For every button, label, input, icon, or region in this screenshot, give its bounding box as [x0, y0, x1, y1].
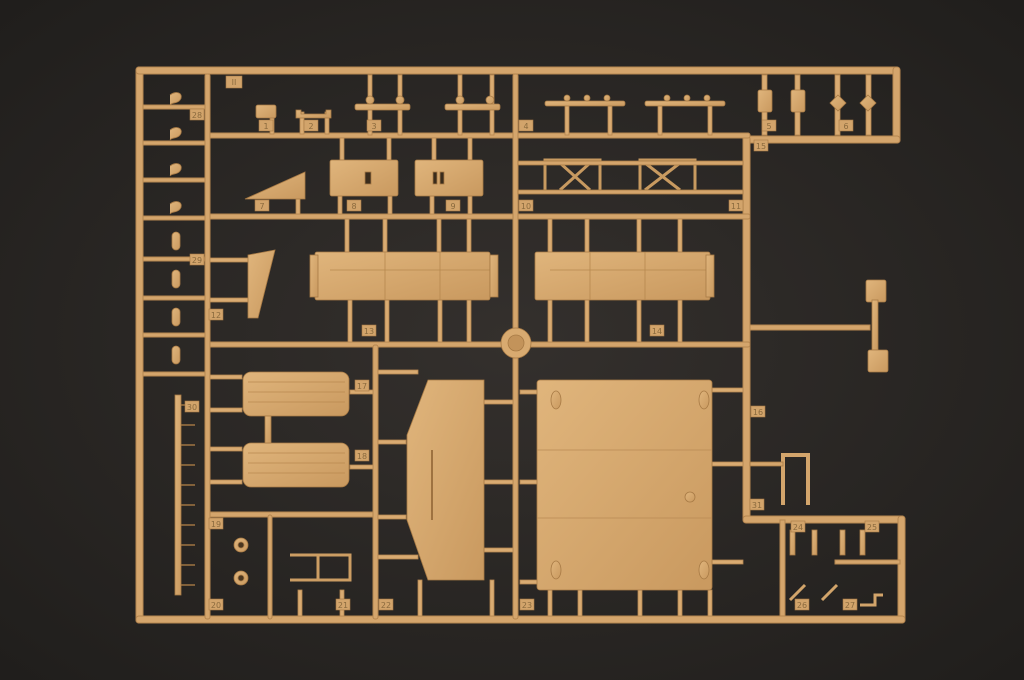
parts-lower-right	[749, 453, 883, 607]
part-number-26: 26	[797, 601, 807, 610]
parts-lower-left	[174, 371, 713, 596]
part-number-15: 15	[756, 142, 766, 151]
part-tag-box	[750, 405, 766, 418]
part-number-6: 6	[843, 122, 848, 131]
part-tag-box	[518, 119, 534, 132]
part-number-2: 2	[308, 122, 313, 131]
part-tag-box	[335, 598, 351, 611]
part-number-7: 7	[259, 202, 264, 211]
part-tag-box	[378, 598, 394, 611]
part-tag-box	[649, 324, 665, 337]
part-tag-box	[794, 598, 810, 611]
part-tag-box	[346, 199, 362, 212]
part-tag-box	[790, 520, 806, 533]
part-tag-box	[258, 119, 274, 132]
part-number-9: 9	[450, 202, 455, 211]
part-number-24: 24	[793, 523, 803, 532]
part-number-25: 25	[867, 523, 877, 532]
part-number-11: 11	[731, 202, 741, 211]
part-tag-box	[728, 199, 744, 212]
part-tag-box	[254, 199, 270, 212]
part-number-30: 30	[187, 403, 197, 412]
parts-row-2	[244, 158, 744, 200]
part-tag-box	[184, 400, 200, 413]
part-tag-box	[519, 598, 535, 611]
part-number-31: 31	[752, 501, 762, 510]
part-tag-box	[749, 498, 765, 511]
part-number-13: 13	[364, 327, 374, 336]
part-tag-box	[208, 308, 224, 321]
part-tag-box	[361, 324, 377, 337]
part-number-5: 5	[766, 122, 771, 131]
part-tag-box	[208, 598, 224, 611]
parts-row-1	[169, 89, 877, 215]
part-tag-box	[518, 199, 534, 212]
part-tag-box	[842, 598, 858, 611]
part-tag-box	[354, 379, 370, 392]
sprue-tag-text: II	[232, 78, 237, 87]
part-number-17: 17	[357, 382, 367, 391]
part-number-4: 4	[523, 122, 528, 131]
sprue-frame	[135, 66, 906, 624]
part-tag-box	[864, 520, 880, 533]
part-number-22: 22	[381, 601, 391, 610]
part-number-1: 1	[263, 122, 268, 131]
part-number-10: 10	[521, 202, 531, 211]
part-tag-box	[189, 253, 205, 266]
part-tag-box	[208, 517, 224, 530]
part-number-14: 14	[652, 327, 662, 336]
part-number-21: 21	[338, 601, 348, 610]
part-tag-box	[761, 119, 777, 132]
sprue-tag: II	[225, 75, 243, 89]
part-tag-box	[445, 199, 461, 212]
part-number-3: 3	[371, 122, 376, 131]
part-tag-box	[753, 139, 769, 152]
part-number-29: 29	[192, 256, 202, 265]
part-tag-box	[366, 119, 382, 132]
part-number-16: 16	[753, 408, 763, 417]
parts-row-3	[171, 231, 889, 373]
part-number-23: 23	[522, 601, 532, 610]
part-tag-box	[303, 119, 319, 132]
part-tag-box	[189, 108, 205, 121]
part-number-27: 27	[845, 601, 855, 610]
part-tag-box	[354, 449, 370, 462]
part-number-12: 12	[211, 311, 221, 320]
part-number-28: 28	[192, 111, 202, 120]
part-tag-box	[838, 119, 854, 132]
part-number-19: 19	[211, 520, 221, 529]
part-number-8: 8	[351, 202, 356, 211]
part-number-18: 18	[357, 452, 367, 461]
part-number-20: 20	[211, 601, 221, 610]
